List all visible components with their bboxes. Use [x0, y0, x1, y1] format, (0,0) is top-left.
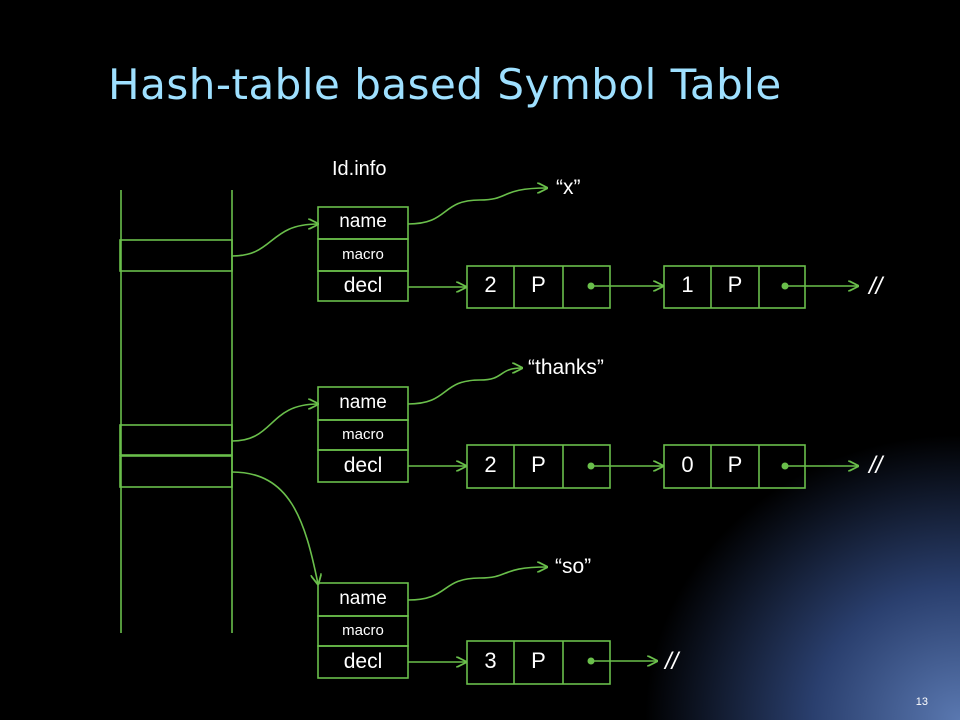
record-2-string: “thanks”: [528, 356, 604, 379]
record-3-decl-label: decl: [343, 650, 383, 673]
r1-node-1-type: P: [531, 272, 546, 297]
slide-title: Hash-table based Symbol Table: [108, 60, 782, 109]
record-3-macro-label: macro: [342, 622, 384, 639]
r2-node-2-pointer-dot: [781, 462, 789, 470]
record-1-macro-label: macro: [342, 246, 384, 263]
r2-node-1-pointer-dot: [587, 462, 595, 470]
r3-node-1-pointer-dot: [587, 657, 595, 665]
bucket-1-to-record-1-arrow: [231, 224, 318, 257]
record-1: [231, 188, 858, 309]
page-number: 13: [915, 696, 928, 708]
r1-node-1-pointer-dot: [587, 282, 595, 290]
record-1-string: “x”: [556, 176, 581, 199]
record-2-name-to-string-arrow: [407, 368, 522, 405]
r1-node-2-box: [663, 265, 806, 309]
r1-node-2-num: 1: [681, 272, 694, 297]
bucket-2-to-record-2-arrow: [231, 404, 318, 442]
record-2-decl-label: decl: [343, 454, 383, 477]
r2-node-2-type: P: [727, 452, 743, 477]
bucket-3-to-record-3-arrow: [231, 471, 318, 584]
id-info-label: Id.info: [332, 158, 387, 180]
hash-table-array: [119, 190, 233, 633]
record-3-null-terminator: //: [665, 648, 679, 675]
record-2-macro-label: macro: [342, 426, 384, 443]
hash-bucket-1: [119, 239, 233, 272]
r3-node-1-box: [466, 640, 611, 685]
r3-node-1-type: P: [531, 648, 546, 673]
r2-node-2-num: 0: [681, 452, 694, 477]
record-3: [231, 471, 657, 685]
r1-node-2-pointer-dot: [781, 282, 789, 290]
record-2: [231, 368, 858, 489]
record-2-name-label: name: [339, 392, 387, 413]
r1-node-1-box: [466, 265, 611, 309]
hash-bucket-3: [119, 455, 233, 488]
r2-node-1-type: P: [531, 452, 546, 477]
record-3-name-to-string-arrow: [407, 567, 547, 601]
hash-bucket-2: [119, 424, 233, 456]
r2-node-1-num: 2: [484, 452, 497, 477]
r1-node-2-type: P: [727, 272, 743, 297]
r3-node-1-num: 3: [484, 648, 497, 673]
record-1-null-terminator: //: [869, 273, 883, 300]
record-3-string: “so”: [555, 555, 592, 578]
r1-node-1-num: 2: [484, 272, 497, 297]
record-2-null-terminator: //: [869, 452, 883, 479]
record-1-decl-label: decl: [343, 274, 383, 297]
record-1-decl-field: [317, 270, 409, 302]
record-1-name-to-string-arrow: [407, 188, 547, 225]
record-3-name-label: name: [339, 588, 387, 609]
record-1-name-label: name: [339, 211, 387, 232]
